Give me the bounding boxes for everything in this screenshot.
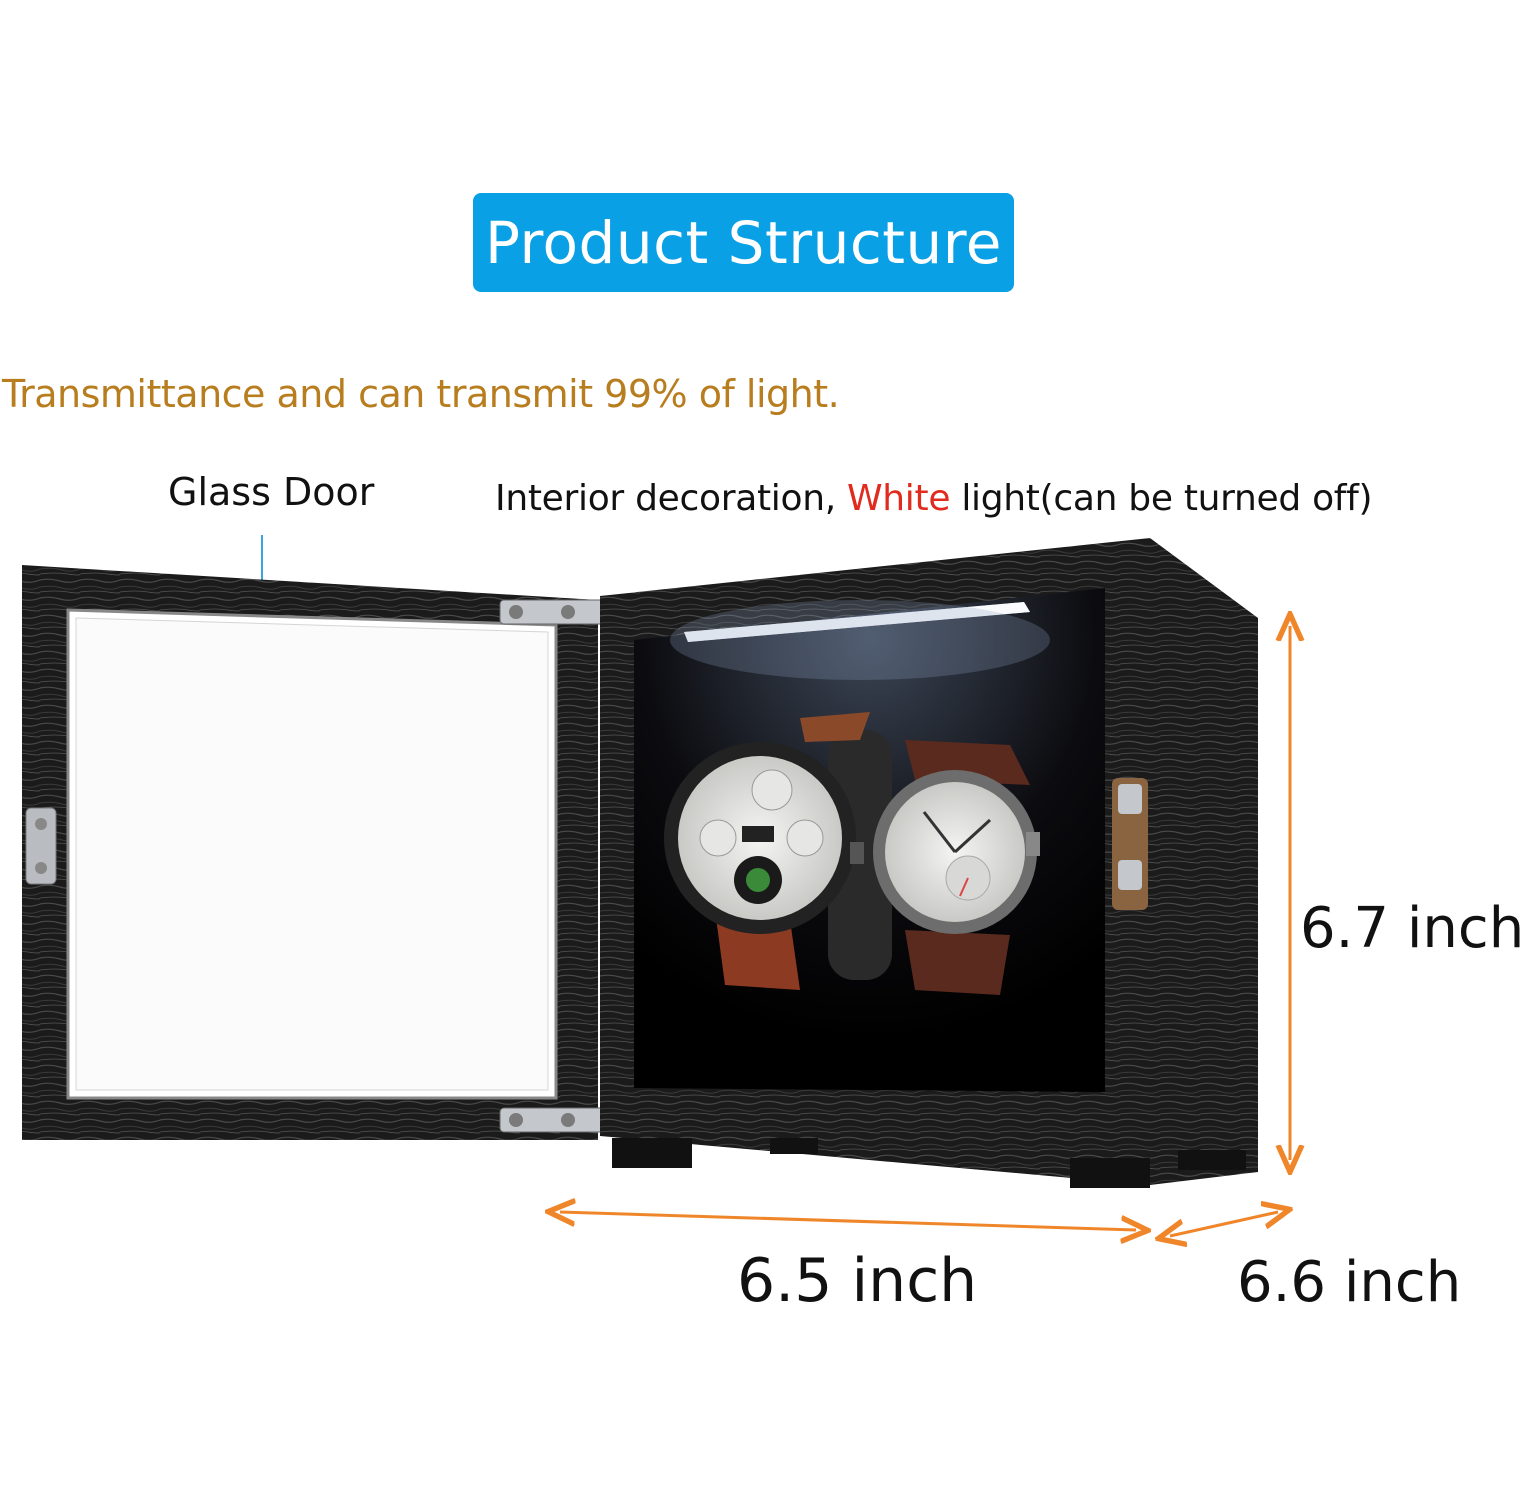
- depth-dimension-arrow: [1170, 1212, 1278, 1236]
- watch-right: [873, 740, 1040, 995]
- glass-door: [22, 565, 598, 1140]
- width-dimension-arrow: [560, 1212, 1136, 1230]
- depth-dimension-label: 6.6 inch: [1237, 1250, 1462, 1315]
- subtitle-text: Transmittance and can transmit 99% of li…: [2, 372, 840, 416]
- door-latch: [25, 807, 57, 885]
- height-dimension-label: 6.7 inch: [1300, 896, 1524, 961]
- interior-label-prefix: Interior decoration,: [495, 478, 847, 519]
- interior-label-suffix: light(can be turned off): [950, 478, 1373, 519]
- page-title: Product Structure: [485, 208, 1002, 277]
- title-badge: Product Structure: [473, 193, 1014, 292]
- glass-door-label: Glass Door: [168, 470, 375, 514]
- interior-label-highlight: White: [847, 478, 951, 519]
- led-light-strip: [670, 600, 1050, 680]
- interior-label: Interior decoration, White light(can be …: [495, 478, 1373, 519]
- width-dimension-label: 6.5 inch: [737, 1246, 978, 1316]
- watch-left: [664, 712, 870, 990]
